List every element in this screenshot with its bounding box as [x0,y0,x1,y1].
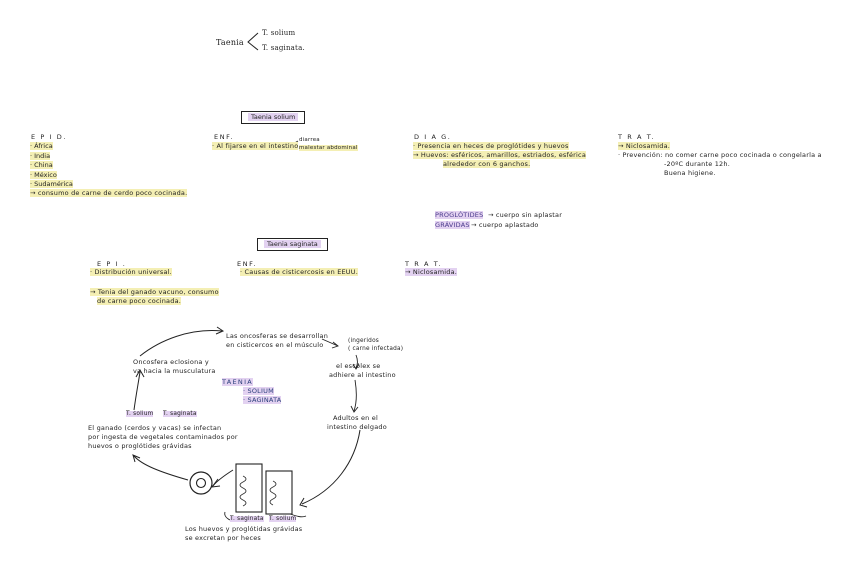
gravidas-def: → cuerpo aplastado [471,221,539,229]
label-saginata-bottom: T. saginata [230,516,264,522]
cycle-bottom-2: se excretan por heces [185,534,262,542]
cycle-top-1: Las oncosferas se desarrollan [226,332,329,340]
enf-text: · Al fijarse en el intestino [212,142,299,150]
cycle-left-3: huevos o proglótides grávidas [88,442,192,450]
epi-line1: · Distribución universal. [90,268,172,276]
label-saginata-left: T. saginata [163,411,197,417]
enf-heading: ENF. [214,133,235,141]
epid-item: · África [30,142,53,150]
center-item2: · SAGINATA [243,396,282,404]
sag-enf-heading: ENF. [237,260,258,268]
cycle-ingest-2: ( carne infectada) [348,346,404,352]
center-item1: · SOLIUM [243,387,274,395]
egg-icon [189,471,213,495]
treat-heading: T R A T. [618,133,656,141]
cycle-left-2: por ingesta de vegetales contaminados po… [88,433,238,441]
proglotides-term: PROGLÓTIDES [435,211,484,219]
epid-list: · África · India · China · México · Suda… [30,142,73,190]
cycle-onco-1: Oncosfera eclosiona y [133,358,209,366]
cycle-adults-1: Adultos en el [333,414,378,422]
epi-heading: E P I . [97,260,127,268]
cycle-ingest-1: (ingeridos [348,338,380,344]
epid-heading: E P I D. [31,133,68,141]
sag-enf-line1: · Causas de cisticercosis en EEUU. [240,268,358,276]
epid-item: · China [30,161,53,169]
epi-note1: → Tenia del ganado vacuno, consumo [90,288,219,296]
treat-line2: · Prevención: no comer carne poco cocina… [618,151,822,159]
header-solium: T. solium [262,29,296,37]
diag-line3: alrededor con 6 ganchos. [443,160,531,168]
solium-title: Taenia solium [241,111,306,124]
diag-heading: D I A G. [414,133,452,141]
epid-item: · India [30,151,51,160]
diag-line2: → Huevos: esféricos, amarillos, estriado… [413,151,587,159]
enf-branch-diarrea: diarrea [299,137,320,143]
center-title: TAENIA [222,378,254,386]
diag-line1: · Presencia en heces de proglótides y hu… [413,142,569,150]
sag-treat-line1: → Niclosamida. [405,268,458,276]
header-taenia: Taenia [216,38,244,47]
cycle-left-1: El ganado (cerdos y vacas) se infectan [88,424,222,432]
gravidas-term: GRÁVIDAS [435,221,470,229]
epid-item: · México [30,170,57,179]
epid-item: · Sudamérica [30,180,73,188]
cycle-bottom-1: Los huevos y proglótidas grávidas [185,525,303,533]
epi-note2: de carne poco cocinada. [97,297,182,305]
proglottid-box-saginata [235,463,263,513]
label-solium-left: T. solium [126,411,154,417]
treat-line3: -20ºC durante 12h. [664,160,730,168]
epid-note: → consumo de carne de cerdo poco cocinad… [30,189,188,197]
cycle-escolex-2: adhiere al intestino [329,371,396,379]
cycle-onco-2: va hacia la musculatura [133,367,216,375]
label-solium-bottom: T. solium [269,516,297,522]
proglottid-box-solium [265,470,293,515]
cycle-escolex-1: el escólex se [336,362,381,370]
proglotides-def: → cuerpo sin aplastar [488,211,563,219]
header-saginata: T. saginata. [262,44,305,52]
sag-treat-heading: T R A T. [405,260,443,268]
cycle-top-2: en cisticercos en el músculo [226,341,324,349]
cycle-adults-2: intestino delgado [327,423,387,431]
treat-line1: → Niclosamida. [618,142,671,150]
saginata-title: Taenia saginata [257,238,328,251]
enf-branch-malestar: malestar abdominal [299,145,358,151]
arrow-onco-to-top [139,330,223,357]
treat-line4: Buena higiene. [664,169,716,177]
